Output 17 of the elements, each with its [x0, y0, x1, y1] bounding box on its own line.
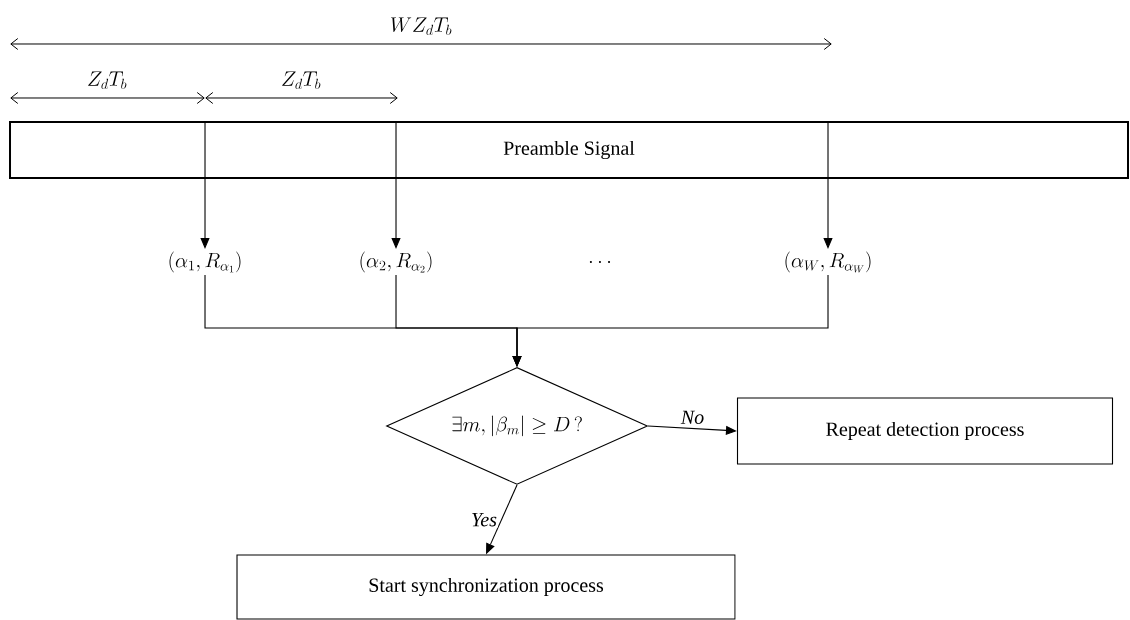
dimension-label: $Z_dT_b$	[88, 71, 127, 89]
arrow	[391, 177, 401, 249]
tuple-label: $(\alpha_2, R_{\alpha_2})$	[360, 251, 432, 273]
arrow	[823, 177, 833, 249]
arrow	[647, 425, 737, 435]
edge-label: Yes	[470, 512, 498, 528]
arrow	[200, 177, 210, 249]
edge-label: No	[679, 409, 706, 425]
arrow	[512, 274, 829, 367]
tuple-label: $(\alpha_1, R_{\alpha_1})$	[169, 251, 241, 273]
signal-band: Preamble Signal	[9, 121, 1129, 179]
dimension-label: $Z_dT_b$	[282, 71, 321, 89]
process-box: Start synchronization process	[236, 554, 736, 620]
ellipsis: $\ldots$	[589, 261, 611, 263]
process-box: Repeat detection process	[736, 397, 1114, 465]
tuple-label: $(\alpha_W, R_{\alpha_W})$	[785, 251, 871, 273]
dimension-label: $WZ_dT_b$	[391, 17, 452, 35]
